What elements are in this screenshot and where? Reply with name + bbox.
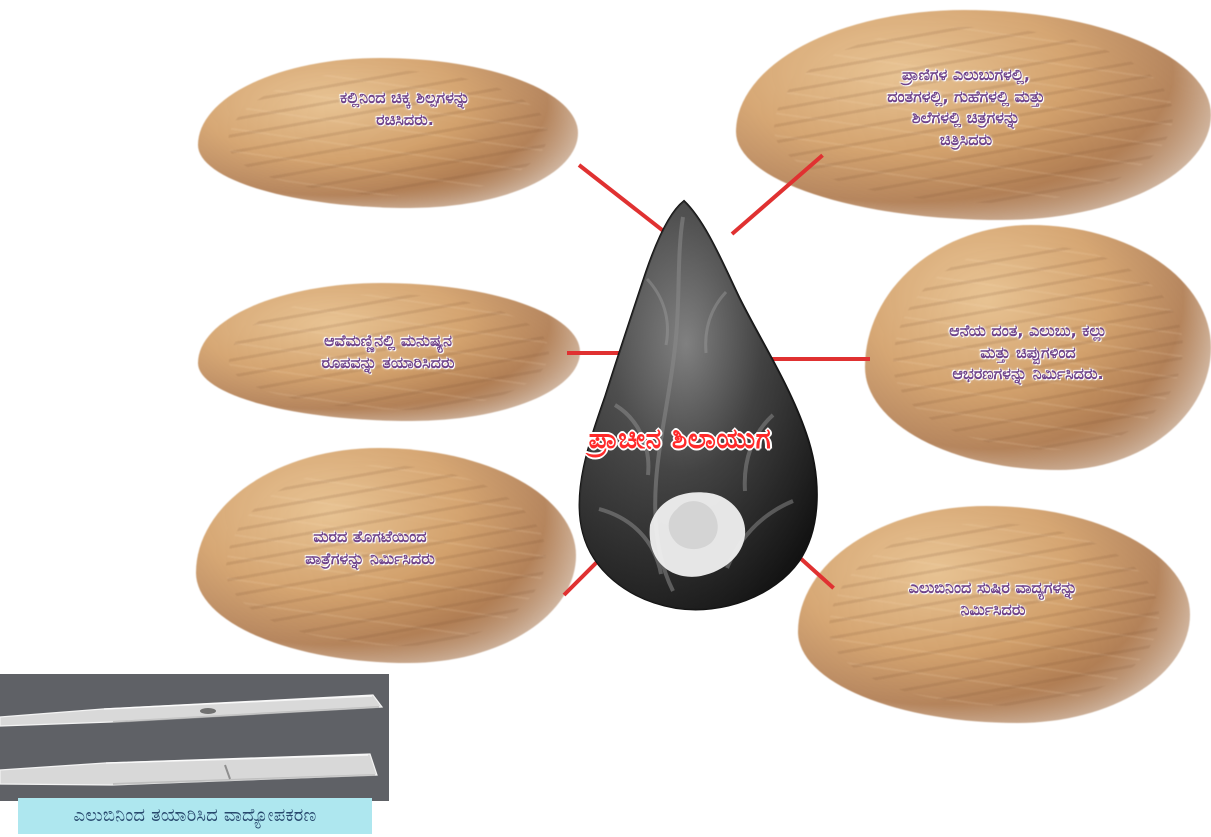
bone-instrument-caption: ಎಲುಬಿನಿಂದ ತಯಾರಿಸಿದ ವಾದ್ಯೋಪಕರಣ [18,798,372,834]
node-bottom-left-text: ಮರದ ತೊಗಟೆಯಿಂದ ಪಾತ್ರೆಗಳನ್ನು ನಿರ್ಮಿಸಿದರು [225,526,515,569]
node-top-left-text: ಕಲ್ಲಿನಿಂದ ಚಿಕ್ಕ ಶಿಲ್ಪಗಳನ್ನು ರಚಿಸಿದರು. [255,87,555,130]
central-title: ಪ್ರಾಚೀನ ಶಿಲಾಯುಗ [540,425,820,453]
rock-top-left [198,58,578,208]
hand-axe-stone [555,195,835,615]
node-middle-left-text: ಆವೆಮಣ್ಣಿನಲ್ಲಿ ಮನುಷ್ಯನ ರೂಪವನ್ನು ತಯಾರಿಸಿದರ… [228,330,548,373]
bone-instruments-photo [0,674,389,801]
node-middle-right-text: ಆನೆಯ ದಂತ, ಎಲುಬು, ಕಲ್ಲು ಮತ್ತು ಚಿಪ್ಪುಗಳಿಂದ… [868,320,1188,385]
node-bottom-right-text: ಎಲುಬಿನಿಂದ ಸುಷಿರ ವಾದ್ಯಗಳನ್ನು ನಿರ್ಮಿಸಿದರು [812,577,1174,620]
node-top-right-text: ಪ್ರಾಣಿಗಳ ಎಲುಬುಗಳಲ್ಲಿ, ದಂತಗಳಲ್ಲಿ, ಗುಹೆಗಳಲ… [786,64,1146,150]
